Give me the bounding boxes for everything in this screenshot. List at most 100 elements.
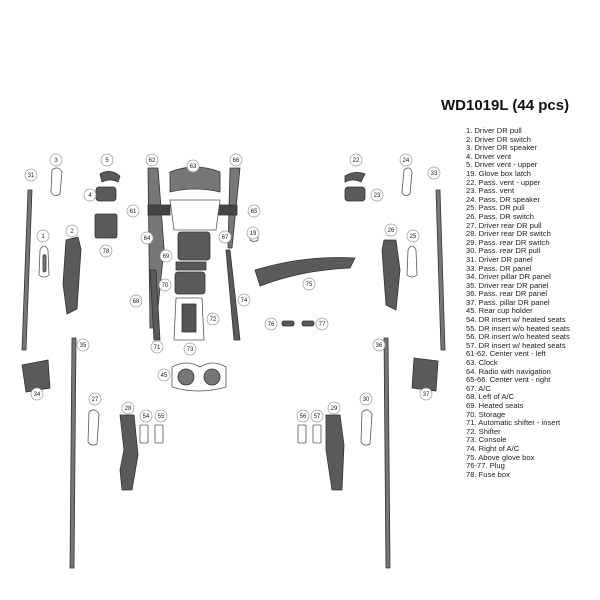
legend-row: 61-62. Center vent - left [466,349,546,359]
legend-row: 71. Automatic shifter - insert [466,418,561,428]
callout-label-62: 62 [149,158,156,164]
callout-label-67: 67 [222,235,229,241]
part-57 [312,424,322,444]
callout-circle-76 [264,317,278,331]
legend-row: 3. Driver DR speaker [466,143,537,153]
part-1-inner [42,254,47,273]
callout-circle-28 [121,401,135,415]
callout-label-33: 33 [431,171,438,177]
legend-row: 4. Driver vent [466,151,512,161]
part-27 [87,409,100,446]
callout-circle-74 [237,293,251,307]
callout-circle-75 [302,277,316,291]
legend-row: 73. Console [466,435,507,445]
callout-circle-65 [247,204,261,218]
part-22 [344,172,366,183]
part-36 [383,337,391,569]
callout-circle-61 [126,204,140,218]
callout-label-28: 28 [125,406,132,412]
legend-row: 2. Driver DR switch [466,134,531,144]
legend-row: 75. Above glove box [466,452,535,462]
callout-circle-70 [158,278,172,292]
callout-circle-36 [372,338,386,352]
part-25 [406,245,418,278]
legend-row: 45. Rear cup holder [466,306,533,316]
callout-label-4: 4 [88,193,92,199]
callout-label-3: 3 [54,158,58,164]
part-31 [21,189,33,351]
part-2 [62,236,82,315]
callout-label-26: 26 [388,228,395,234]
part-61 [147,204,171,216]
callout-circle-63 [186,159,200,173]
legend-row: 67. A/C [466,383,491,393]
callout-circle-67 [218,230,232,244]
callout-circle-30 [359,392,373,406]
legend-row: 54. DR insert w/ heated seats [466,315,566,325]
callout-circle-31 [24,168,38,182]
callout-label-71: 71 [154,345,161,351]
part-5 [99,171,121,183]
kit-title: WD1019L (44 pcs) [441,97,570,114]
callout-label-22: 22 [353,158,360,164]
part-34 [21,359,51,393]
callout-circle-72 [206,312,220,326]
part-68 [149,269,161,341]
callout-label-5: 5 [105,158,109,164]
legend-row: 36. Pass. rear DR panel [466,289,548,299]
callout-label-61: 61 [130,209,137,215]
callout-label-75: 75 [306,282,313,288]
callout-label-2: 2 [70,229,74,235]
callout-label-57: 57 [314,414,321,420]
callout-label-25: 25 [410,234,417,240]
legend-row: 65-66. Center vent - right [466,375,551,385]
callout-circle-27 [88,392,102,406]
callout-label-73: 73 [187,347,194,353]
callout-circle-19 [246,226,260,240]
part-26 [381,239,401,311]
part-69 [175,261,207,271]
part-23 [344,186,366,202]
part-78 [94,213,118,239]
callout-label-35: 35 [80,343,87,349]
callout-circle-68 [129,294,143,308]
callout-circle-71 [150,340,164,354]
callout-label-66: 66 [233,158,240,164]
legend-row: 63. Clock [466,358,498,368]
part-63 [169,166,221,193]
callout-circle-25 [406,229,420,243]
part-24 [401,167,413,196]
legend-row: 1. Driver DR pull [466,126,522,135]
callout-circle-77 [315,317,329,331]
legend-row: 19. Glove box latch [466,168,532,178]
callout-circle-55 [154,409,168,423]
legend-row: 25. Pass. DR pull [466,203,525,213]
legend-row: 56. DR insert w/o heated seats [466,332,570,342]
callout-circle-34 [30,387,44,401]
legend-row: 69. Heated seats [466,401,524,410]
legend-row: 76-77. Plug [466,461,505,471]
callout-label-64: 64 [144,236,151,242]
part-54 [139,424,149,444]
legend-row: 70. Storage [466,409,506,419]
legend-row: 27. Driver rear DR pull [466,220,542,230]
callout-circle-66 [229,153,243,167]
callout-label-70: 70 [162,283,169,289]
legend-row: 31. Driver DR panel [466,254,533,264]
legend-row: 29. Pass. rear DR switch [466,237,550,247]
part-35 [69,337,77,569]
legend-row: 64. Radio with navigation [466,366,551,376]
callout-circle-33 [427,166,441,180]
legend-row: 30. Pass. rear DR pull [466,246,541,256]
callout-label-69: 69 [163,254,170,260]
callout-circle-73 [183,342,197,356]
part-29 [325,414,345,491]
legend-row: 78. Fuse box [466,469,510,479]
part-77 [301,320,315,327]
callout-circle-5 [100,153,114,167]
callout-circle-62 [145,153,159,167]
legend-row: 26. Pass. DR switch [466,211,534,221]
